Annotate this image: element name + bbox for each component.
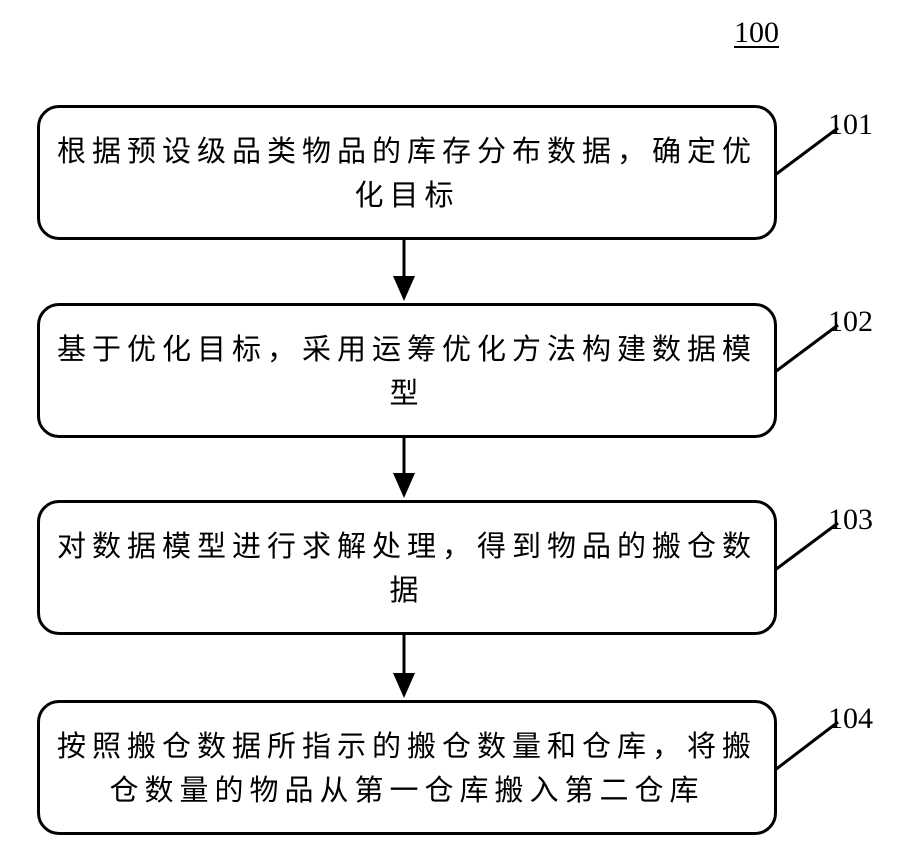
leader-line-101 <box>775 128 838 175</box>
leader-line-102 <box>775 325 838 372</box>
leader-line-103 <box>775 523 838 570</box>
flow-arrow-101-102 <box>393 240 415 301</box>
flow-arrow-102-103 <box>393 438 415 498</box>
flow-arrow-103-104 <box>393 635 415 698</box>
leader-line-104 <box>775 722 838 770</box>
